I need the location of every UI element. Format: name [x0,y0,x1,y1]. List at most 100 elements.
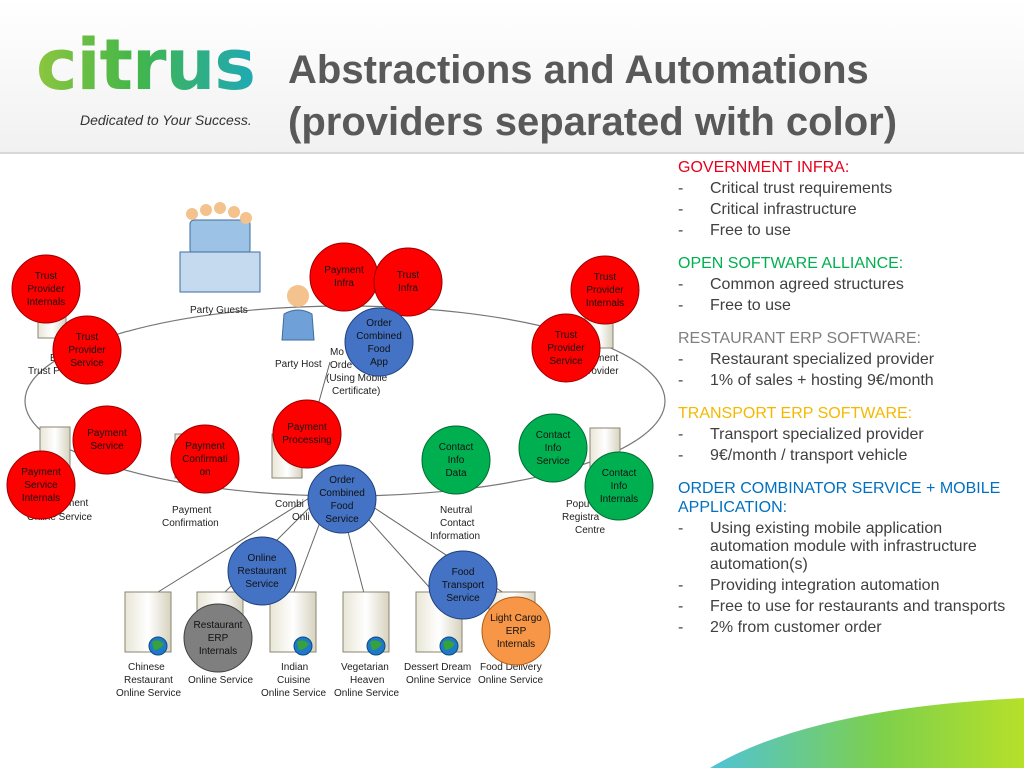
bullet-item: -Free to use [678,222,791,239]
providers-legend: GOVERNMENT INFRA: -Critical trust requir… [678,158,1008,651]
section-title: TRANSPORT ERP SOFTWARE: [678,405,913,422]
svg-text:Transport: Transport [442,580,485,591]
svg-text:Orde: Orde [330,360,353,371]
bullet-item: -Critical trust requirements [678,180,893,197]
svg-text:Restaurant: Restaurant [124,675,173,686]
bullet-item: -9€/month / transport vehicle [678,447,908,464]
svg-text:Internals: Internals [497,639,535,650]
svg-text:Online Service: Online Service [478,675,543,686]
section-title: RESTAURANT ERP SOFTWARE: [678,330,921,347]
svg-text:Contact: Contact [439,442,474,453]
svg-text:ERP: ERP [208,633,229,644]
svg-text:Service: Service [549,356,583,367]
svg-text:Contact: Contact [440,518,475,529]
section-restaurant-erp-software: RESTAURANT ERP SOFTWARE: -Restaurant spe… [678,329,1008,390]
svg-text:Service: Service [325,514,359,525]
vegetarian-heaven-server [342,591,390,656]
svg-text:Online Service: Online Service [116,688,181,699]
svg-text:Info: Info [448,455,465,466]
svg-text:Service: Service [446,593,480,604]
svg-text:Food: Food [368,344,391,355]
svg-text:(Using Mobile: (Using Mobile [326,373,388,384]
svg-text:Payment: Payment [287,422,327,433]
logo-wordmark: citrus [36,24,256,106]
svg-text:Payment: Payment [185,441,225,452]
slide-header: citrus Dedicated to Your Success. Abstra… [0,0,1024,154]
slide-title-line-2: (providers separated with color) [288,100,898,144]
party-host-figure: Party Host [275,285,322,370]
svg-text:Service: Service [90,441,124,452]
svg-text:Food: Food [331,501,354,512]
svg-text:on: on [199,467,210,478]
bullet-item: -Critical infrastructure [678,201,857,218]
svg-text:Trust: Trust [35,271,58,282]
party-host-label: Party Host [275,359,322,370]
svg-text:Online Service: Online Service [261,688,326,699]
bullet-item: -Common agreed structures [678,276,904,293]
svg-text:Dessert Dream: Dessert Dream [404,662,471,673]
party-guests-group: Party Guests [179,202,261,316]
svg-text:Internals: Internals [199,646,237,657]
svg-text:Trust: Trust [555,330,578,341]
svg-text:Provider: Provider [547,343,585,354]
svg-text:Infra: Infra [334,278,354,289]
footer-swoosh [710,698,1024,768]
svg-text:ment: ment [66,498,88,509]
svg-text:Trust P: Trust P [28,366,60,377]
svg-text:Data: Data [445,468,467,479]
chinese-restaurant-server [124,591,172,656]
svg-text:Payment: Payment [21,467,61,478]
svg-text:Online Service: Online Service [188,675,253,686]
svg-text:Popu: Popu [566,499,589,510]
svg-text:Chinese: Chinese [128,662,165,673]
logo-tagline: Dedicated to Your Success. [80,112,252,128]
bullet-item: -Using existing mobile application autom… [678,520,977,573]
section-order-combinator-service: ORDER COMBINATOR SERVICE + MOBILE APPLIC… [678,479,1008,637]
svg-text:Neutral: Neutral [440,505,472,516]
svg-text:Provider: Provider [68,345,106,356]
svg-text:Processing: Processing [282,435,331,446]
svg-text:Combined: Combined [319,488,365,499]
section-title: GOVERNMENT INFRA: [678,159,850,176]
svg-text:ERP: ERP [506,626,527,637]
svg-text:Food: Food [452,567,475,578]
svg-text:Internals: Internals [600,494,638,505]
citrus-logo: citrus Dedicated to Your Success. [36,24,266,128]
svg-text:ment: ment [596,353,618,364]
svg-text:Trust: Trust [76,332,99,343]
svg-text:Certificate): Certificate) [332,386,380,397]
svg-text:Online Service: Online Service [27,512,92,523]
svg-text:Online: Online [248,553,277,564]
svg-text:Payment: Payment [87,428,127,439]
svg-text:Restaurant: Restaurant [238,566,287,577]
svg-text:Contact: Contact [602,468,637,479]
svg-text:Order: Order [329,475,355,486]
svg-text:Vegetarian: Vegetarian [341,662,389,673]
bullet-item: -Transport specialized provider [678,426,924,443]
svg-text:Trust: Trust [397,270,420,281]
bullet-item: -1% of sales + hosting 9€/month [678,372,934,389]
svg-text:Infra: Infra [398,283,418,294]
bullet-item: -Restaurant specialized provider [678,351,935,368]
svg-text:Combined: Combined [356,331,402,342]
